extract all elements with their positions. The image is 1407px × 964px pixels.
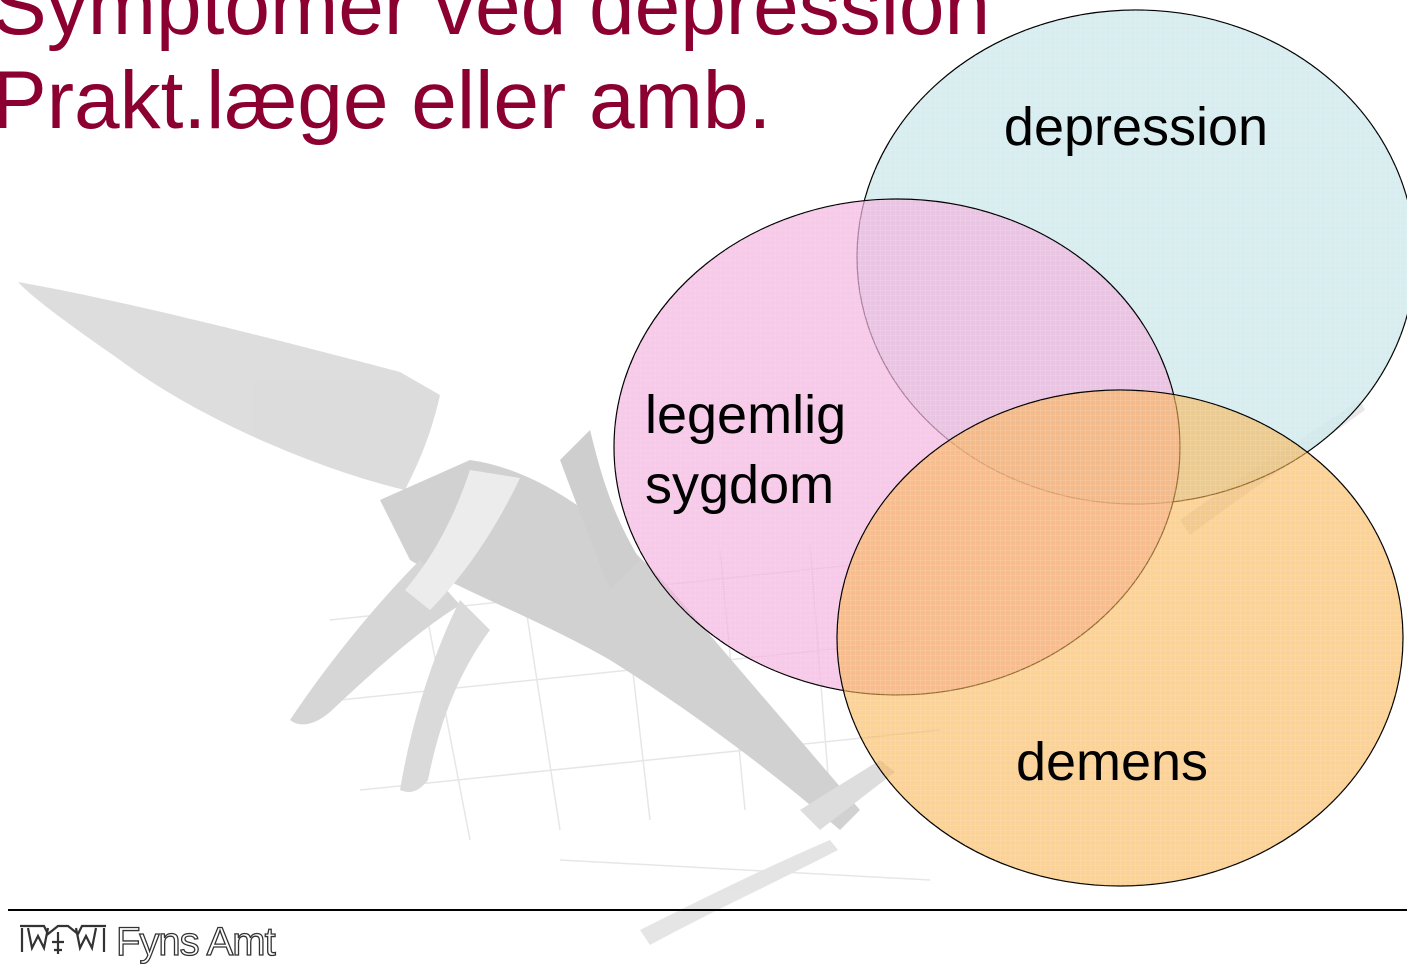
label-sygdom: sygdom: [645, 455, 834, 515]
label-demens: demens: [1016, 732, 1208, 792]
label-depression: depression: [1004, 97, 1268, 157]
label-legemlig: legemlig: [645, 385, 846, 445]
footer-logo: Fyns Amt: [18, 922, 275, 961]
fyns-amt-logo-icon: [18, 922, 108, 961]
logo-text: Fyns Amt: [116, 922, 275, 962]
footer-divider: [8, 909, 1407, 911]
venn-set-demens: [837, 390, 1403, 886]
